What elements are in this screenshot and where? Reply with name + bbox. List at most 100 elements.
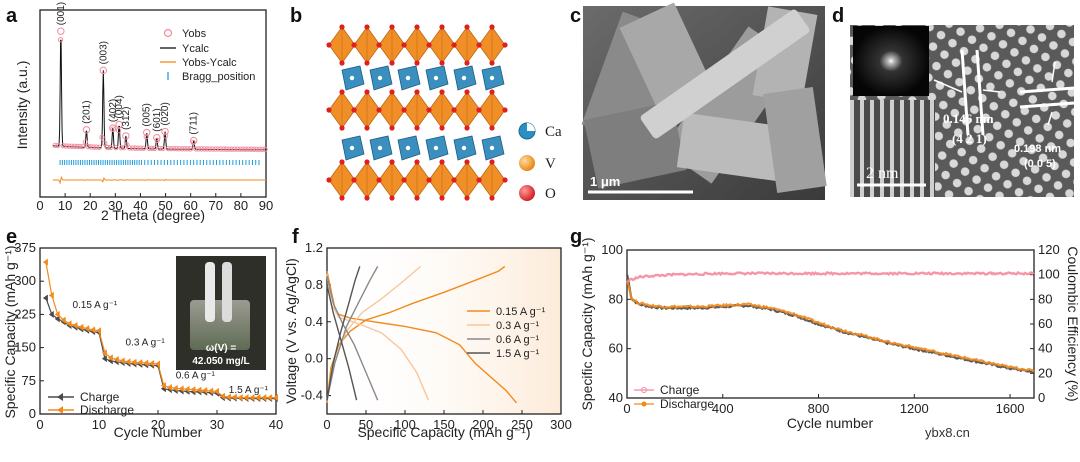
rate-point-discharge: [202, 387, 208, 395]
rate-y-axis-label: Specific Capacity (mAh g⁻¹): [2, 245, 18, 418]
d-spacing-1: 0.146 nm: [943, 111, 994, 126]
rate-point-discharge: [214, 387, 219, 395]
legend-v: V: [545, 156, 556, 172]
xrd-peak-label-7: (601): [152, 108, 163, 131]
d-spacing-markers: [933, 49, 1075, 136]
rate-point-discharge: [66, 320, 72, 328]
xrd-yobs-point: [187, 146, 194, 152]
cycling-y2-axis-label: Coulombic Efficiency (%): [1065, 246, 1080, 401]
xrd-yobs-point: [129, 145, 136, 151]
charge-marker: [57, 393, 63, 401]
o-atom: [502, 107, 508, 113]
rate-point-discharge: [125, 358, 131, 366]
xrd-yobs-peak-point: [143, 128, 151, 137]
cycling-line-coulombic-efficiency: [627, 270, 1035, 282]
rate-y-tick-label-375: 375: [14, 240, 36, 255]
xrd-yobs-point: [254, 146, 260, 152]
rate-point-discharge: [208, 387, 214, 395]
rate-line-charge: [45, 297, 276, 400]
o-atom: [364, 24, 370, 30]
xrd-yobs-point: [124, 141, 130, 148]
xrd-yobs-point: [135, 145, 141, 151]
o-atom: [502, 177, 508, 183]
o-atom: [364, 89, 370, 95]
o-atom: [401, 42, 407, 48]
xrd-yobs-point: [162, 133, 169, 139]
cycling-line-discharge: [626, 280, 1035, 373]
legend-yobs: Yobs: [182, 28, 207, 40]
o-atom: [364, 60, 370, 66]
xrd-yobs-point: [63, 143, 69, 149]
cycling-charge-marker: [641, 387, 647, 393]
xrd-x-axis-label: 2 Theta (degree): [101, 207, 205, 223]
ca-atom: [433, 75, 439, 81]
gcd-legend: 0.15 A g⁻¹0.3 A g⁻¹0.6 A g⁻¹1.5 A g⁻¹: [467, 306, 546, 360]
legend-discharge: Discharge: [80, 403, 134, 417]
o-atom: [414, 195, 420, 201]
o-atom: [489, 89, 495, 95]
gcd-y-tick-label--0.4: -0.4: [301, 388, 323, 403]
gcd-x-tick-label-150: 150: [433, 417, 455, 432]
o-atom: [326, 107, 332, 113]
o-atom: [489, 24, 495, 30]
xrd-yobs-point: [179, 146, 185, 152]
rate-point-charge: [101, 355, 107, 363]
structure-legend: Ca V O: [518, 122, 562, 202]
gcd-legend-label-2: 0.6 A g⁻¹: [496, 334, 539, 346]
xrd-yobs-point: [113, 145, 119, 151]
rate-point-discharge: [219, 392, 225, 400]
rate-labels: 0.15 A g⁻¹0.3 A g⁻¹0.6 A g⁻¹1.5 A g⁻¹: [72, 300, 268, 396]
rate-point-discharge: [84, 325, 90, 333]
rate-point-discharge: [42, 258, 48, 266]
gcd-discharge-curve-2: [326, 275, 379, 401]
xrd-yobs-point: [77, 143, 83, 150]
xrd-x-tick-label-0: 0: [36, 198, 43, 213]
xrd-yobs-point: [107, 144, 113, 151]
o-atom: [339, 24, 345, 30]
v-ball: [519, 155, 535, 171]
xrd-yobs-point: [132, 145, 138, 151]
xrd-yobs-peak-point: [115, 120, 123, 129]
inset-line-2: 42.050 mg/L: [192, 356, 249, 367]
cycling-x-axis-label: Cycle number: [787, 415, 874, 431]
photo-electrode-2: [222, 262, 232, 322]
o-atom: [414, 60, 420, 66]
o-atom: [389, 89, 395, 95]
xrd-yobs-point: [245, 146, 252, 152]
hrtem-image: 0.146 nm (4 2 1) 0.198 nm (0 0 5) 2 nm: [850, 25, 1075, 197]
rate-point-discharge: [113, 356, 119, 364]
ca-ball-highlight: [527, 123, 535, 131]
xrd-yobs-point: [52, 142, 58, 149]
xrd-yobs-point: [91, 144, 97, 150]
xrd-yobs-point: [115, 127, 122, 134]
xrd-yobs-point: [104, 144, 111, 151]
plane-1: (4 2 1): [952, 131, 987, 146]
o-atom: [364, 159, 370, 165]
xrd-yobs-point: [218, 146, 224, 152]
gcd-x-tick-label-50: 50: [359, 417, 373, 432]
o-atom: [364, 195, 370, 201]
o-atom: [389, 24, 395, 30]
crystal-structure-image: Ca V O: [326, 24, 562, 202]
o-atom: [489, 60, 495, 66]
xrd-yobs-point: [207, 146, 213, 152]
rate-label-1: 0.3 A g⁻¹: [126, 337, 166, 348]
ca-atom: [489, 145, 495, 151]
rate-point-discharge: [267, 394, 273, 402]
xrd-yobs-point: [256, 146, 263, 152]
crystal-polyhedra: [326, 24, 508, 201]
xrd-yobs-point: [55, 142, 61, 149]
rate-label-2: 0.6 A g⁻¹: [176, 371, 216, 382]
cycling-y-tick-label-100: 100: [601, 242, 623, 257]
o-atom: [451, 42, 457, 48]
o-atom: [389, 195, 395, 201]
rate-point-discharge: [249, 394, 255, 402]
o-atom: [489, 125, 495, 131]
xrd-yobs-point: [102, 140, 108, 146]
gcd-x-axis-label: Specific Capacity (mAh g⁻¹): [357, 424, 530, 440]
xrd-yobs-point: [99, 134, 105, 140]
rate-point-discharge: [60, 316, 66, 324]
xrd-yobs-point: [251, 146, 257, 152]
